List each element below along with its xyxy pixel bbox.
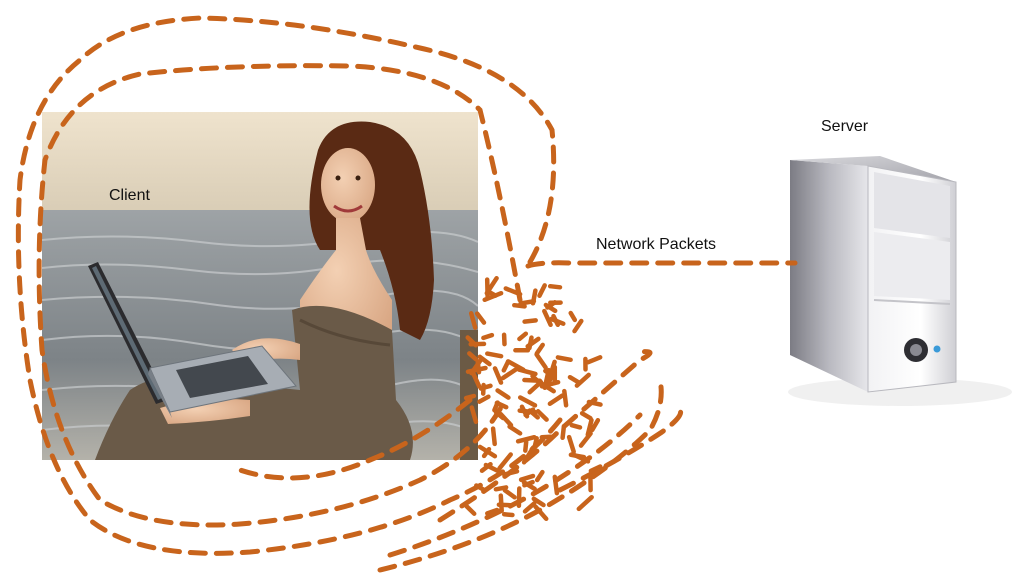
- client-photo: [42, 112, 478, 460]
- packet-fragment: [501, 512, 515, 518]
- packet-fragment: [530, 436, 539, 458]
- packet-scatter: [463, 275, 603, 522]
- packet-fragment: [501, 359, 511, 373]
- packet-fragment: [562, 388, 569, 408]
- packet-fragment: [527, 379, 544, 395]
- packet-fragment: [467, 351, 478, 362]
- packet-fragment: [518, 298, 537, 306]
- packet-fragment: [469, 405, 479, 425]
- network-packets-label: Network Packets: [596, 236, 717, 253]
- packet-fragment: [517, 408, 538, 415]
- packet-fragment: [527, 335, 534, 351]
- packet-fragment: [542, 308, 553, 328]
- packet-fragment: [500, 367, 518, 381]
- packet-fragment: [507, 424, 523, 436]
- packet-fragment: [579, 411, 593, 421]
- packet-fragment: [539, 379, 561, 389]
- packet-fragment: [588, 464, 603, 474]
- packet-fragment: [589, 417, 601, 433]
- packet-fragment: [572, 318, 584, 334]
- packet-fragment: [537, 283, 547, 298]
- packet-fragment: [586, 399, 603, 407]
- packet-fragment: [547, 393, 565, 407]
- packet-fragment: [578, 431, 593, 448]
- packet-fragment: [534, 352, 548, 370]
- packet-fragment: [477, 444, 498, 459]
- packet-fragment: [477, 354, 492, 367]
- packet-path-lower: [377, 377, 664, 573]
- packet-fragment: [503, 286, 523, 297]
- server-icon: [788, 156, 1012, 406]
- packet-path-to-server: [525, 260, 798, 269]
- packet-fragment: [483, 462, 501, 474]
- packet-fragment: [469, 356, 484, 376]
- packet-fragment: [497, 452, 513, 471]
- packet-fragment: [517, 395, 538, 408]
- packet-fragment: [485, 351, 504, 359]
- packet-fragment: [585, 417, 594, 437]
- packet-fragment: [535, 409, 549, 422]
- packet-fragment: [569, 422, 583, 430]
- packet-fragment: [477, 394, 491, 404]
- packet-fragment: [464, 504, 477, 516]
- packet-fragment: [474, 483, 487, 493]
- packet-fragment: [534, 469, 545, 483]
- packet-fragment: [481, 332, 495, 341]
- packet-fragment: [539, 434, 553, 440]
- packet-fragment: [494, 400, 509, 410]
- packet-fragment: [547, 283, 563, 290]
- packet-fragment: [516, 367, 538, 377]
- packet-path-back: [237, 397, 473, 481]
- packet-fragment: [533, 504, 549, 522]
- packet-fragment: [522, 501, 537, 514]
- packet-fragment: [485, 507, 500, 516]
- packet-fragment: [522, 318, 538, 324]
- packet-fragment: [493, 485, 509, 492]
- packet-fragment: [547, 370, 558, 383]
- packet-fragment: [574, 372, 591, 388]
- packet-fragment: [490, 426, 497, 447]
- packet-fragment: [517, 331, 529, 342]
- packet-fragment: [515, 434, 537, 444]
- packet-path-lower-2: [387, 412, 643, 558]
- packet-fragment: [531, 496, 546, 508]
- packet-fragment: [568, 310, 578, 323]
- packet-path-loop-outer: [15, 15, 563, 556]
- packet-fragment: [570, 451, 591, 464]
- client-label: Client: [109, 187, 150, 204]
- packet-fragment: [468, 311, 478, 330]
- packet-fragment: [502, 488, 517, 500]
- packet-fragment: [552, 474, 560, 496]
- packet-fragment: [523, 439, 529, 453]
- packet-fragment: [493, 409, 506, 421]
- packet-fragment: [470, 371, 482, 389]
- network-packets: [15, 15, 798, 573]
- laptop: [88, 262, 297, 418]
- packet-fragment: [585, 355, 603, 365]
- packet-fragment: [498, 493, 504, 514]
- packet-fragment: [534, 342, 545, 356]
- packet-fragment: [495, 388, 511, 400]
- packet-fragment: [522, 479, 535, 488]
- server-label: Server: [821, 118, 869, 135]
- woman-face: [321, 148, 375, 222]
- packet-fragment: [567, 374, 581, 385]
- packet-path-right-hook: [557, 407, 684, 493]
- packet-fragment: [501, 469, 520, 477]
- packet-fragment: [512, 302, 527, 309]
- packet-fragment: [566, 434, 576, 454]
- packet-fragment: [576, 494, 594, 512]
- packet-path-lower-3: [437, 349, 653, 523]
- packet-fragment: [474, 311, 487, 325]
- packet-fragment: [555, 355, 573, 363]
- packet-fragment: [463, 393, 477, 401]
- packet-fragment: [543, 302, 558, 314]
- packet-fragment: [551, 313, 561, 328]
- packet-fragment: [492, 366, 504, 385]
- packet-path-loop-inner: [36, 63, 523, 528]
- packet-fragment: [518, 473, 536, 482]
- packet-fragment: [560, 424, 567, 441]
